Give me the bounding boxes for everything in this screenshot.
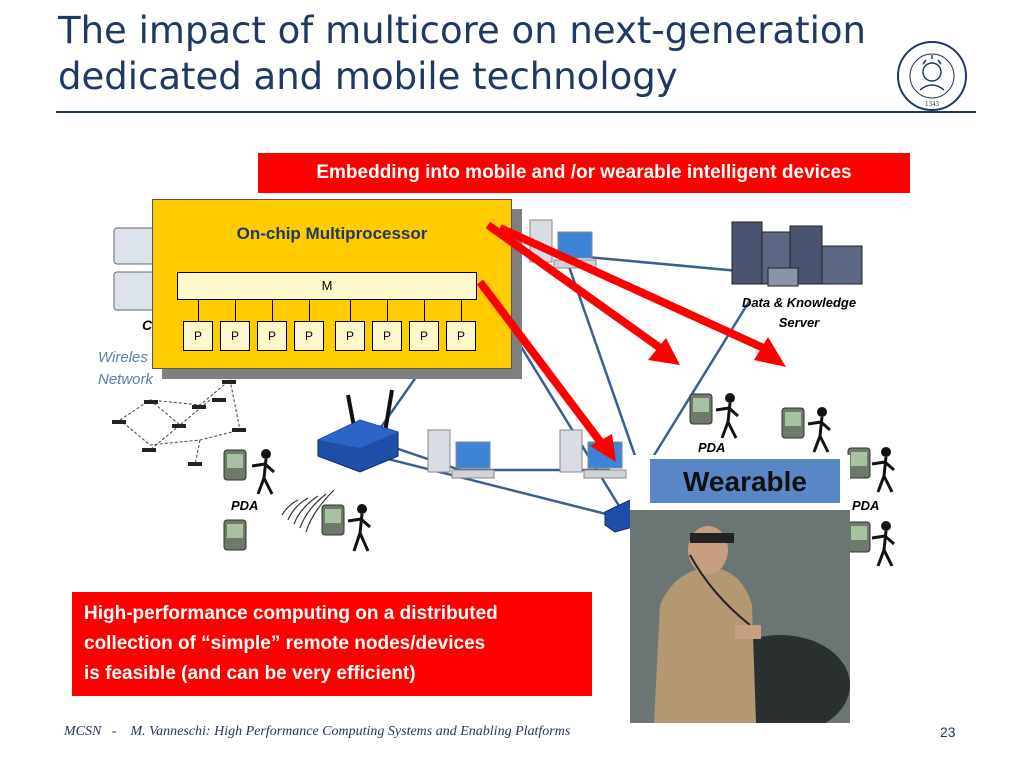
slide-title: The impact of multicore on next-generati…	[58, 8, 888, 100]
wireless-nodes	[112, 380, 246, 466]
pda-label: PDA	[231, 498, 258, 513]
slide-title-line1: The impact of multicore on next-generati…	[58, 9, 866, 52]
university-seal-logo: 1343	[897, 41, 967, 111]
wireless-network-label-line2: Network	[98, 371, 155, 388]
embedding-banner: Embedding into mobile and /or wearable i…	[258, 153, 910, 193]
bus-line	[235, 300, 236, 321]
processor-core: P	[220, 321, 250, 351]
server-icon	[113, 227, 155, 311]
footer-text: MCSN - M. Vanneschi: High Performance Co…	[64, 724, 571, 739]
radio-waves-icon	[281, 489, 335, 533]
hpc-banner-line: is feasible (and can be very efficient)	[84, 663, 416, 684]
processor-core: P	[294, 321, 324, 351]
pda-user-icon	[847, 521, 895, 567]
processor-core: P	[257, 321, 287, 351]
partial-label: C	[142, 317, 153, 333]
desktop-computer-icon	[427, 429, 495, 479]
bus-line	[272, 300, 273, 321]
processor-core: P	[446, 321, 476, 351]
wearable-photo: Wearable	[630, 455, 850, 723]
desktop-computer-icon	[559, 429, 627, 479]
bus-line	[387, 300, 388, 321]
hpc-banner: High-performance computing on a distribu…	[72, 592, 592, 696]
pda-user-icon	[689, 393, 739, 439]
wireless-mesh	[119, 379, 241, 466]
slide-title-line2: dedicated and mobile technology	[58, 55, 678, 98]
processor-core: P	[183, 321, 213, 351]
shared-memory: M	[177, 272, 477, 300]
title-divider	[56, 111, 976, 113]
bus-line	[309, 300, 310, 321]
pda-label: PDA	[852, 498, 879, 513]
page-number: 23	[940, 724, 956, 740]
bus-line	[461, 300, 462, 321]
bus-line	[198, 300, 199, 321]
desktop-computer-icon	[529, 219, 597, 269]
pda-label: PDA	[698, 440, 725, 455]
processor-core: P	[372, 321, 402, 351]
server-rack-icon	[731, 221, 863, 287]
server-label-line2: Server	[779, 315, 820, 330]
hpc-banner-line: High-performance computing on a distribu…	[84, 603, 498, 624]
processor-core: P	[409, 321, 439, 351]
processor-core: P	[335, 321, 365, 351]
server-label-line1: Data & Knowledge	[742, 295, 856, 310]
wearable-label: Wearable	[683, 466, 807, 497]
pda-user-icon	[223, 449, 275, 495]
pda-user-icon	[781, 407, 831, 453]
pda-user-icon	[321, 504, 371, 552]
on-chip-multiprocessor: On-chip Multiprocessor M P P P P P P P P	[152, 199, 512, 369]
wireless-router-icon	[317, 389, 399, 473]
pda-user-icon	[223, 519, 247, 551]
chip-title: On-chip Multiprocessor	[236, 224, 428, 243]
hpc-banner-line: collection of “simple” remote nodes/devi…	[84, 633, 486, 654]
wireless-network-label-line1: Wireles	[98, 349, 148, 366]
bus-line	[424, 300, 425, 321]
pda-user-icon	[847, 447, 895, 493]
seal-year: 1343	[925, 100, 940, 108]
bus-line	[350, 300, 351, 321]
